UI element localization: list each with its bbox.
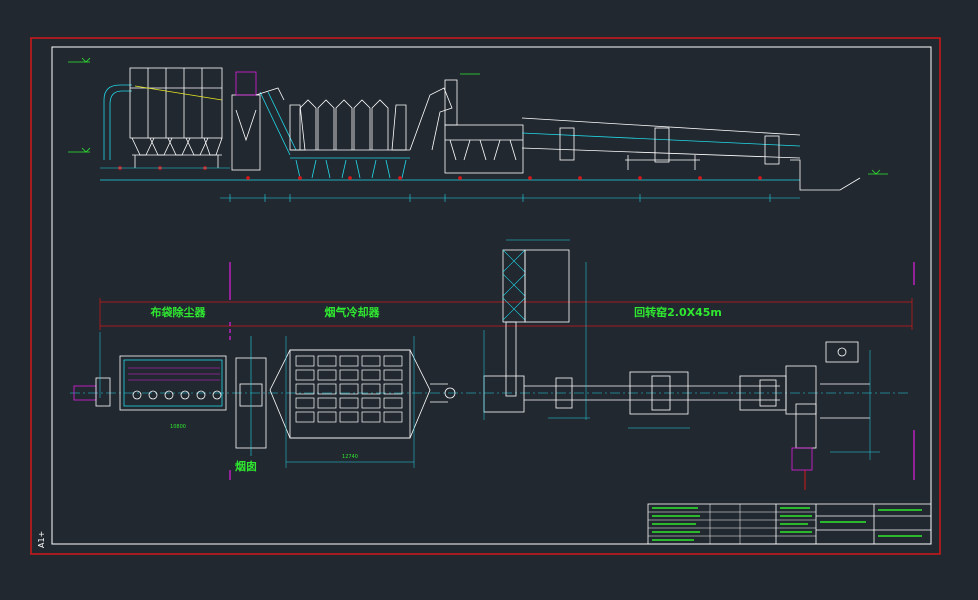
sheet-size-mark: A1+ bbox=[37, 531, 46, 548]
kiln-feed-plan bbox=[483, 375, 525, 413]
rotary-kiln-elevation bbox=[521, 117, 861, 191]
baghouse-elevation bbox=[129, 67, 223, 139]
inner-drawing-frame bbox=[51, 46, 932, 545]
kiln-feed-structure bbox=[444, 124, 524, 174]
cooler-elevation bbox=[289, 99, 410, 179]
label-rotary-kiln: 回转窑2.0X45m bbox=[634, 305, 722, 319]
label-chimney: 烟囱 bbox=[235, 459, 257, 473]
separator-elevation bbox=[231, 94, 261, 171]
outer-drawing-frame bbox=[30, 37, 941, 555]
dim-baghouse-length: 10800 bbox=[170, 424, 186, 430]
baghouse-plan bbox=[119, 355, 227, 411]
kiln-discharge-plan bbox=[785, 341, 880, 471]
plan-view bbox=[70, 239, 915, 490]
rotary-kiln-plan bbox=[524, 371, 787, 429]
title-block bbox=[647, 503, 932, 545]
feed-tower-plan bbox=[502, 239, 570, 323]
label-baghouse: 布袋除尘器 bbox=[151, 305, 207, 319]
elevation-view bbox=[68, 57, 888, 202]
dim-cooler-length: 12740 bbox=[342, 454, 358, 460]
label-flue-cooler: 烟气冷却器 bbox=[325, 305, 381, 319]
cooler-plan bbox=[269, 349, 431, 463]
